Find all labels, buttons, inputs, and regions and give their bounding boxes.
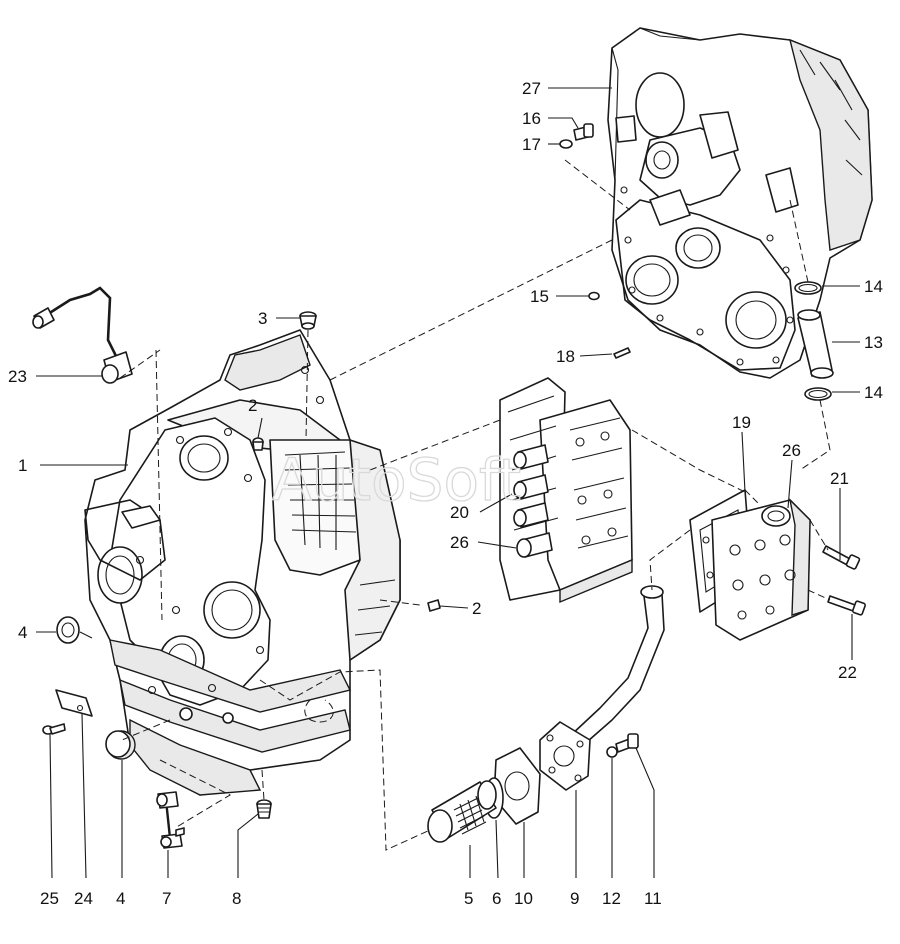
- callout-21: 21: [830, 469, 849, 488]
- plug-8: [256, 799, 272, 819]
- bolt-11: [615, 733, 639, 753]
- callout-15: 15: [530, 287, 549, 306]
- callout-18: 18: [556, 347, 575, 366]
- callout-20: 20: [450, 503, 469, 522]
- linkage-7: [156, 791, 185, 849]
- callout-labels: 1 2 2 3 4 4 5 6 7 8 9 10 11 12 13 14 14 …: [8, 79, 883, 908]
- leader-lines: [36, 87, 860, 879]
- bolt-21: [822, 545, 861, 570]
- washer-17: [559, 139, 573, 149]
- callout-3: 3: [258, 309, 267, 328]
- cover-plate-24: [55, 689, 93, 717]
- control-valve: [711, 497, 811, 641]
- plug-3: [299, 311, 317, 330]
- screw-2-upper: [252, 437, 264, 451]
- o-ring-15: [588, 291, 600, 301]
- sensor-23: [32, 286, 133, 384]
- callout-1: 1: [18, 456, 27, 475]
- suction-pipe-9: [539, 585, 665, 791]
- callout-13: 13: [864, 333, 883, 352]
- callout-5: 5: [464, 889, 473, 908]
- callout-7: 7: [162, 889, 171, 908]
- callout-16: 16: [522, 109, 541, 128]
- callout-10: 10: [514, 889, 533, 908]
- suction-filter-5: [427, 780, 497, 843]
- callout-14-lower: 14: [864, 383, 883, 402]
- callout-11: 11: [644, 889, 662, 908]
- callout-4-cap: 4: [116, 889, 125, 908]
- callout-4-seal: 4: [18, 623, 27, 642]
- callout-23: 23: [8, 367, 27, 386]
- bolt-16: [573, 123, 594, 141]
- oil-seal-4: [56, 616, 80, 644]
- valve-block: [499, 377, 633, 604]
- callout-25: 25: [40, 889, 59, 908]
- clamp-14-lower: [804, 387, 832, 401]
- main-housing: [84, 329, 401, 796]
- callout-26-right: 26: [782, 441, 801, 460]
- callout-14-upper: 14: [864, 277, 883, 296]
- callout-17: 17: [522, 135, 541, 154]
- callout-9: 9: [570, 889, 579, 908]
- callout-8: 8: [232, 889, 241, 908]
- callout-26-left: 26: [450, 533, 469, 552]
- screw-2-lower: [427, 599, 441, 612]
- watermark: AutoSoft: [272, 446, 521, 514]
- clamp-14-upper: [794, 281, 822, 295]
- callout-22: 22: [838, 663, 857, 682]
- pin-18: [613, 347, 631, 359]
- rear-housing: [607, 27, 873, 379]
- callout-12: 12: [602, 889, 621, 908]
- cap-4: [105, 730, 136, 760]
- bolt-22: [827, 595, 866, 616]
- washer-12: [606, 746, 618, 758]
- tube-13: [797, 309, 834, 379]
- callout-27: 27: [522, 79, 541, 98]
- callout-2-upper: 2: [248, 396, 257, 415]
- callout-24: 24: [74, 889, 93, 908]
- callout-6: 6: [492, 889, 501, 908]
- callout-19: 19: [732, 413, 751, 432]
- callout-2-lower: 2: [472, 599, 481, 618]
- screw-25: [42, 723, 66, 735]
